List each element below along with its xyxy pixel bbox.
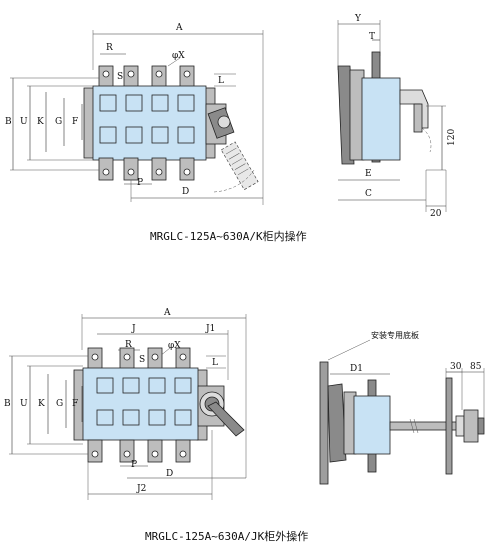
dim-label-b: B [5, 117, 12, 127]
dim-label-120: 120 [447, 129, 457, 146]
dim-label-k-b: K [38, 399, 45, 409]
dim-label-phix-b: φX [168, 341, 181, 351]
top-caption: MRGLC-125A~630A/K柜内操作 [150, 229, 307, 243]
dim-label-j1: J1 [205, 324, 215, 334]
bottom-caption: MRGLC-125A~630A/JK柜外操作 [145, 529, 308, 543]
mount-plate-note: 安装专用底板 [371, 330, 419, 340]
dim-label-f: F [72, 117, 78, 127]
top-side-view: Y T 120 E C 20 [337, 14, 457, 219]
dim-label-t: T [369, 32, 375, 42]
dim-label-phix: φX [172, 51, 185, 61]
dim-label-u: U [20, 117, 28, 127]
dim-label-k: K [37, 117, 44, 127]
dim-label-y: Y [354, 14, 362, 24]
dim-label-l-b: L [212, 358, 218, 368]
top-front-view: A R φX S [5, 23, 264, 205]
dim-label-c: C [365, 189, 372, 199]
dim-label-j: J [131, 324, 136, 334]
dim-label-g: G [55, 117, 62, 127]
dim-label-f-b: F [72, 399, 78, 409]
dim-label-20: 20 [430, 209, 442, 219]
bottom-side-view: 安装专用底板 D1 30 85 [319, 330, 485, 485]
dim-label-r-b: R [125, 340, 132, 350]
dim-label-s-b: S [139, 355, 145, 365]
dim-label-d: D [182, 187, 189, 197]
dim-label-p: P [137, 178, 143, 188]
dim-label-l: L [218, 76, 224, 86]
dim-label-s: S [117, 72, 123, 82]
dim-label-g-b: G [56, 399, 63, 409]
dim-label-u-b: U [20, 399, 28, 409]
dim-label-a: A [175, 23, 183, 33]
dim-label-d1: D1 [350, 364, 363, 374]
dim-label-30: 30 [450, 362, 462, 372]
dim-label-a-b: A [163, 308, 171, 318]
dim-label-85: 85 [470, 362, 482, 372]
dim-label-p-b: P [131, 460, 137, 470]
bottom-front-view: A J J1 R φX S [4, 308, 247, 500]
dim-label-j2: J2 [136, 484, 146, 494]
dim-label-e: E [365, 169, 372, 179]
dim-label-b-b: B [4, 399, 11, 409]
dim-label-r: R [106, 43, 113, 53]
dim-label-d-b: D [166, 469, 173, 479]
